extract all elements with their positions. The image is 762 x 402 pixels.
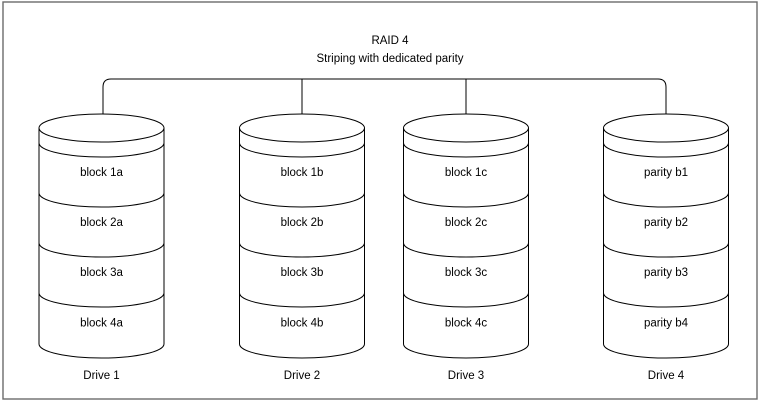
cylinder-segment-divider	[403, 292, 529, 308]
block-label: block 3c	[445, 267, 487, 279]
block-label: block 1c	[445, 167, 487, 179]
cylinder-top-ellipse	[239, 127, 365, 143]
cylinder-segment-divider	[603, 242, 729, 258]
cylinder-segment-divider	[239, 192, 365, 208]
block-label: block 3a	[80, 267, 123, 279]
drive-cylinder: parity b1 parity b2 parity b3 parity b4 Driv…	[603, 113, 729, 382]
cylinder-segment-divider	[239, 142, 365, 158]
block-label: parity b3	[644, 267, 688, 279]
cylinder-body	[239, 113, 365, 359]
block-label: block 2a	[80, 217, 123, 229]
block-label: block 3b	[281, 267, 324, 279]
block-label: block 2b	[281, 217, 324, 229]
block-label: block 4a	[80, 318, 123, 330]
drive-label: Drive 3	[448, 370, 484, 382]
block-label: block 2c	[445, 217, 487, 229]
cylinder-segment-divider	[403, 242, 529, 258]
cylinder-top-ellipse	[603, 127, 729, 143]
cylinder-segment-divider	[403, 192, 529, 208]
drive-cylinder: block 1c block 2c block 3c block 4c Drive 3	[403, 113, 529, 382]
drive-cylinder: block 1b block 2b block 3b block 4b Drive 2	[239, 113, 365, 382]
cylinder-segment-divider	[38, 292, 165, 308]
drive-label: Drive 1	[83, 370, 119, 382]
cylinder-body	[603, 113, 729, 359]
block-label: parity b2	[644, 217, 688, 229]
cylinder-segment-divider	[38, 142, 165, 158]
cylinder-body	[38, 113, 165, 359]
block-label: block 4c	[445, 318, 487, 330]
cylinder-segment-divider	[38, 242, 165, 258]
drive-cylinder: block 1a block 2a block 3a block 4a Drive 1	[38, 113, 165, 382]
drive-label: Drive 2	[284, 370, 320, 382]
block-label: parity b1	[644, 167, 688, 179]
cylinder-top-ellipse	[403, 127, 529, 143]
block-label: parity b4	[644, 318, 689, 330]
diagram-title-line1: RAID 4	[371, 35, 409, 47]
cylinder-top-ellipse	[38, 127, 165, 143]
cylinder-body	[403, 113, 529, 359]
drive-label: Drive 4	[648, 370, 685, 382]
cylinder-segment-divider	[603, 142, 729, 158]
cylinder-segment-divider	[239, 292, 365, 308]
block-label: block 1b	[281, 167, 324, 179]
diagram-title-subtitle: Striping with dedicated parity	[316, 53, 463, 65]
cylinder-segment-divider	[239, 242, 365, 258]
cylinder-segment-divider	[603, 292, 729, 308]
block-label: block 1a	[80, 167, 123, 179]
cylinder-segment-divider	[38, 192, 165, 208]
cylinder-segment-divider	[403, 142, 529, 158]
block-label: block 4b	[281, 318, 324, 330]
cylinder-segment-divider	[603, 192, 729, 208]
controller-bus-bracket	[102, 78, 667, 132]
